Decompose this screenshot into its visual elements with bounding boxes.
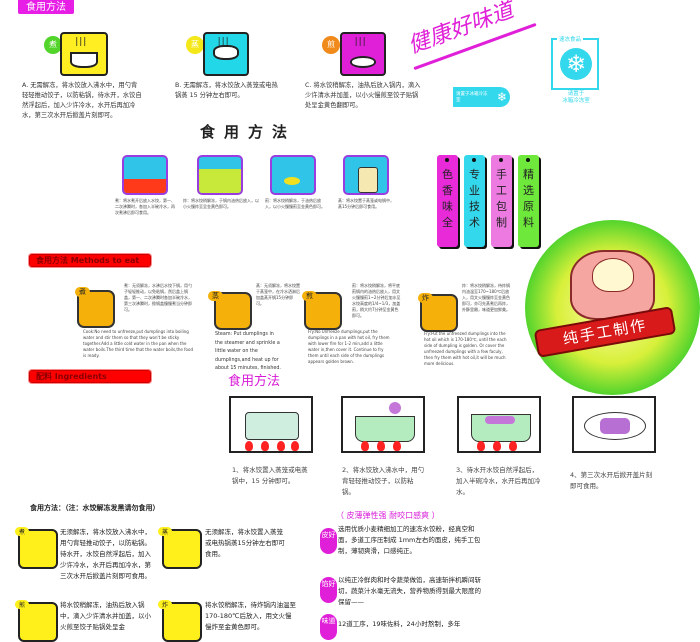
feature-text: 以纯正冷鲜肉和时令蔬菜做馅，高速斩拌机瞬间斩切，蔬菜汁水毫无流失，营养物质得到最…: [338, 576, 481, 606]
boil-pot-icon: |||: [60, 32, 108, 76]
steam-label: 蒸: [208, 291, 223, 301]
feature-badge: 味道: [320, 614, 337, 640]
usage-note: 食用方法：（注：水饺解冻发黑请勿食用）: [30, 504, 160, 512]
step-boil-image: [341, 396, 425, 453]
feature-badge: 皮好: [320, 528, 337, 554]
frozen-stamp-line2: 冰箱冷冻室: [562, 98, 590, 104]
step-plate-image: [572, 396, 656, 453]
illustrated-method-text: 煎：将水饺稍解冻，于油热后放入，以小火慢慢煎至金黄色即可。: [265, 198, 325, 209]
steam-badge: 蒸: [186, 36, 204, 54]
illustrated-method-text: 蒸：将水饺置于蒸笼或电锅中，蒸15分钟后即可食用。: [338, 198, 394, 209]
frozen-stamp-bottom: 请置于冰箱冷冻室: [553, 91, 599, 105]
method-en-text: Cook:No need to unfreeze,put dumplings i…: [83, 329, 193, 358]
fry-label: 煎: [15, 600, 30, 609]
boiling-pot-icon: [122, 155, 168, 195]
step-text: 2、将水饺放入沸水中，用勺背轻轻推动饺子，以防粘锅。: [342, 466, 425, 496]
frozen-stamp-top: 速冻食品: [557, 35, 584, 43]
method-en-text: Fry:No Unfreeze dumplings,put the dumpli…: [308, 329, 390, 364]
steamer-icon: |||: [203, 32, 249, 76]
method-text: 无须解冻，将水饺置入蒸笼或电热锅蒸15分钟左右即可食用。: [205, 528, 285, 558]
feature-tag: 专业技术: [464, 155, 485, 247]
header-title: 食用方法: [18, 0, 74, 14]
frozen-stamp: 速冻食品 ❄: [551, 35, 599, 90]
pan-frying-icon: [270, 155, 316, 195]
feature-badge: 馅好: [320, 577, 337, 603]
boil-label: 煮: [15, 527, 30, 536]
section-title: 食用方法: [200, 123, 297, 141]
boil-badge: 煮: [44, 36, 62, 54]
steamer-basket-icon: [343, 155, 389, 195]
fry-label: 煎: [302, 291, 317, 301]
frozen-stamp-line1: 请置于: [567, 91, 585, 97]
feature-tag: 手工包制: [491, 155, 512, 247]
feature-tag: 精选原料: [518, 155, 539, 247]
handmade-logo: [525, 220, 700, 395]
method-cn-text: 煎：将水饺稍解冻，将平底煎锅内的油热后放入，用文火慢慢煎1~2分钟后加水至水饺高…: [352, 283, 401, 318]
step-text: 3、待水开水饺自然浮起后，加入半碗冷水，水开后再加冷水。: [456, 466, 541, 496]
illustrated-method-text: 炸：将水饺稍解冻，于锅内油热后放入，以小火慢炸至呈金黄色即可。: [183, 198, 259, 209]
hands-dumpling-icon: [570, 250, 655, 320]
feature-text: 12道工序，19味佐料，24小时熬制，多年: [338, 620, 461, 628]
steam-label: 蒸: [158, 527, 173, 536]
methods-bar: 食用方法 Methods to eat: [29, 254, 151, 267]
illustrated-method-text: 煮：将水煮开后放入水饺，第一、二次沸腾时，各加入半碗冷水，再次煮沸后即可食用。: [115, 198, 175, 215]
method-text: 将水饺稍解冻，待炸锅内油温至170-180℃后放入，用文火慢慢炸至金黄色即可。: [205, 601, 296, 631]
boil-label: 煮: [75, 287, 90, 297]
deep-fry-label: 炸: [418, 293, 433, 303]
method-text: 无须解冻，将水饺放入沸水中，用勺背轻推动饺子，以防粘锅。待水开，水饺自然浮起后，…: [60, 528, 151, 580]
method-cn-text: 蒸：无须解冻，将水饺置于蒸笼中，在冷水洒淋后加盖蒸开锅15分钟即可。: [256, 283, 300, 306]
step-text: 4、第三次水开后掀开盖片刻即可食用。: [570, 471, 653, 490]
top-method-text: A. 无需解冻，将水饺放入沸水中，用勺背轻轻推动饺子，以防粘锅，待水开，水饺自然…: [22, 82, 142, 119]
snowflake-icon: ❄: [496, 90, 507, 104]
step-float-image: [457, 396, 541, 453]
steps-title: 食用方法: [228, 374, 281, 389]
top-method-text: B. 无需解冻，将水饺放入蒸笼或电热锅蒸 15 分钟左右即可。: [175, 82, 278, 99]
step-steamer-image: [229, 396, 313, 453]
feature-text: 选用优质小麦精细加工的速冻水饺粉，经真空和面，多道工序压制成 1mm左右的面皮，…: [338, 525, 481, 555]
feature-tag: 色香味全: [437, 155, 458, 247]
snowflake-icon: ❄: [560, 48, 592, 80]
deep-fry-label: 炸: [158, 600, 173, 609]
method-en-text: Fry:Put the unfreezed dumplings into the…: [424, 331, 507, 366]
freezer-tag-text: 请置于冰箱冷冻室: [456, 92, 488, 103]
method-cn-text: 煮：无须解冻，水沸后水饺下锅，用勺子轻轻推动，以免粘锅，然后盖上锅盖，第一、二次…: [124, 283, 192, 312]
fry-badge: 煎: [322, 36, 340, 54]
features-heading: （ 皮薄弹性强 耐咬口感爽 ）: [336, 511, 440, 520]
method-text: 将水饺稍解冻，油热后放入锅中，滴入少许清水并加盖，以小火煎至饺子贴锅处呈金: [60, 601, 151, 631]
pan-icon: |||: [340, 32, 386, 76]
method-cn-text: 炸：将水饺稍解冻，待炸锅内油温至170~180℃后放入，用文火慢慢炸至金黄色即可…: [462, 283, 510, 312]
step-text: 1、将水饺置入蒸笼或电蒸锅中，15 分钟即可。: [232, 466, 308, 485]
top-method-text: C. 将水饺稍解冻，油热后放入锅内，滴入少许清水并加盖，以小火慢煎至饺子贴锅处呈…: [305, 82, 421, 109]
frying-wok-icon: [197, 155, 243, 195]
freezer-tag: 请置于冰箱冷冻室 ❄: [453, 87, 510, 107]
method-en-text: Steam: Put dumplings in the steamer and …: [215, 332, 281, 371]
ingredients-bar: 配料 Ingredients: [29, 370, 151, 383]
